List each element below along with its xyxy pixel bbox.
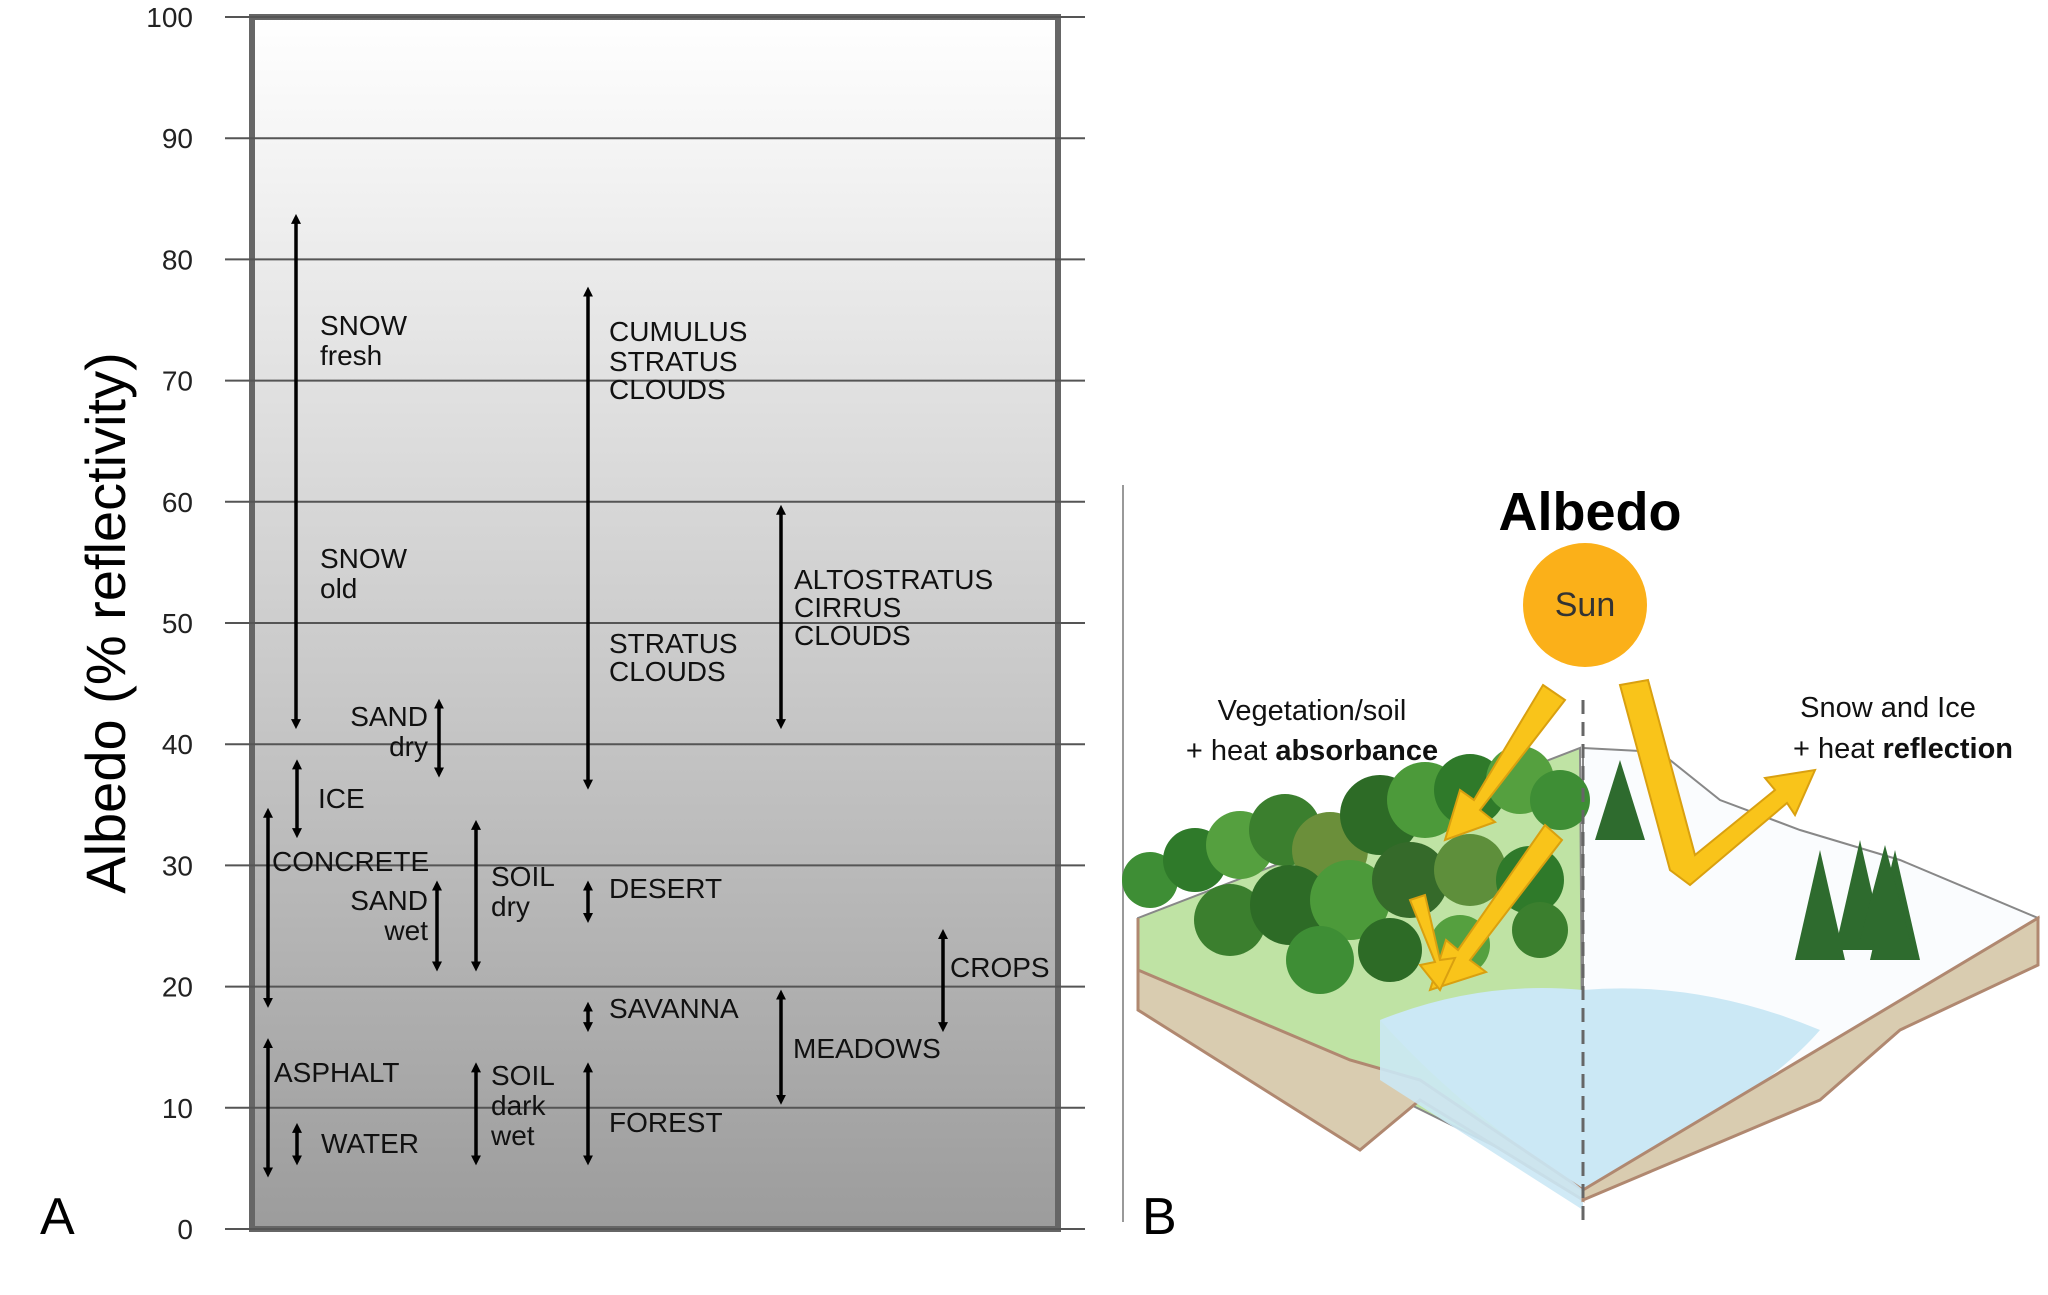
y-tick-label: 100 bbox=[146, 2, 193, 33]
range-label: CLOUDS bbox=[794, 620, 911, 651]
sunlight-arrows bbox=[1408, 678, 1817, 992]
y-tick-label: 80 bbox=[162, 244, 193, 275]
range-label: FOREST bbox=[609, 1107, 723, 1138]
albedo-ranges: SNOWfreshSNOWoldSANDdryICECONCRETESANDwe… bbox=[263, 213, 1050, 1178]
range-label: CIRRUS bbox=[794, 592, 901, 623]
range-label: STRATUS bbox=[609, 346, 738, 377]
range-desert: DESERT bbox=[583, 873, 722, 923]
snow-caption-line2: + heat reflection bbox=[1793, 733, 2013, 765]
snow-caption-line1: Snow and Ice bbox=[1800, 692, 1976, 724]
range-ice: ICE bbox=[292, 759, 365, 839]
range-savanna: SAVANNA bbox=[583, 993, 739, 1033]
panel-b-letter: B bbox=[1142, 1188, 1177, 1246]
y-tick-label: 0 bbox=[177, 1214, 193, 1245]
range-label: SOIL bbox=[491, 861, 555, 892]
y-tick-label: 30 bbox=[162, 850, 193, 881]
forest-icon bbox=[1122, 746, 1590, 994]
panel-a-letter: A bbox=[40, 1188, 75, 1246]
range-label: SAVANNA bbox=[609, 993, 739, 1024]
scatter-arrow-icon bbox=[1408, 893, 1457, 992]
sun-label: Sun bbox=[1555, 586, 1616, 624]
sun-icon bbox=[1523, 543, 1647, 667]
range-label: SNOW bbox=[320, 543, 408, 574]
range-label: DESERT bbox=[609, 873, 722, 904]
range-crops: CROPS bbox=[938, 929, 1050, 1033]
vegetation-caption-line1: Vegetation/soil bbox=[1218, 695, 1407, 727]
y-tick-label: 90 bbox=[162, 123, 193, 154]
lake bbox=[1380, 988, 1820, 1190]
diagram-title: Albedo bbox=[1499, 482, 1682, 542]
range-forest: FOREST bbox=[583, 1062, 723, 1166]
range-label: SAND bbox=[350, 701, 428, 732]
y-tick-label: 50 bbox=[162, 608, 193, 639]
range-label: ASPHALT bbox=[274, 1057, 400, 1088]
range-label: dry bbox=[389, 731, 428, 762]
water-side bbox=[1380, 1020, 1583, 1210]
landscape-block bbox=[1122, 700, 2041, 1225]
range-label: old bbox=[320, 573, 357, 604]
absorbed-light-arrow-2-icon bbox=[1428, 823, 1564, 992]
range-asphalt: ASPHALT bbox=[263, 1038, 400, 1178]
conifer-trees-icon bbox=[1595, 760, 1920, 960]
range-label: CONCRETE bbox=[272, 846, 429, 877]
range-label: STRATUS bbox=[609, 628, 738, 659]
soil-side-right bbox=[1581, 915, 2040, 1203]
range-label: wet bbox=[383, 915, 428, 946]
range-label: ICE bbox=[318, 783, 365, 814]
range-label: SNOW bbox=[320, 310, 408, 341]
range-label: CLOUDS bbox=[609, 656, 726, 687]
vegetation-caption-line2: + heat absorbance bbox=[1186, 735, 1438, 767]
y-tick-label: 20 bbox=[162, 972, 193, 1003]
range-label: dry bbox=[491, 891, 530, 922]
y-tick-label: 40 bbox=[162, 729, 193, 760]
range-label: SAND bbox=[350, 885, 428, 916]
range-concrete: CONCRETE bbox=[263, 807, 429, 1008]
reflected-light-arrow-icon bbox=[1618, 678, 1817, 887]
gridlines bbox=[225, 16, 1085, 1230]
y-axis-label: Albedo (% reflectivity) bbox=[74, 352, 137, 894]
range-label: MEADOWS bbox=[793, 1033, 941, 1064]
range-label: ALTOSTRATUS bbox=[794, 564, 993, 595]
panel-b-diagram: B Albedo Sun Vegetation/soil + heat abso… bbox=[1122, 482, 2041, 1246]
y-tick-label: 10 bbox=[162, 1093, 193, 1124]
y-tick-label: 70 bbox=[162, 366, 193, 397]
range-label: CLOUDS bbox=[609, 374, 726, 405]
range-label: wet bbox=[490, 1120, 535, 1151]
range-label: WATER bbox=[321, 1128, 419, 1159]
range-meadows: MEADOWS bbox=[776, 989, 941, 1105]
range-label: CROPS bbox=[950, 952, 1050, 983]
absorbed-light-arrow-icon bbox=[1443, 683, 1567, 842]
range-water: WATER bbox=[292, 1122, 419, 1166]
y-tick-labels: 0 10 20 30 40 50 60 70 80 90 100 bbox=[146, 2, 193, 1245]
range-label: SOIL bbox=[491, 1060, 555, 1091]
range-label: CUMULUS bbox=[609, 316, 747, 347]
y-tick-label: 60 bbox=[162, 487, 193, 518]
range-label: fresh bbox=[320, 340, 382, 371]
range-label: dark bbox=[491, 1090, 546, 1121]
